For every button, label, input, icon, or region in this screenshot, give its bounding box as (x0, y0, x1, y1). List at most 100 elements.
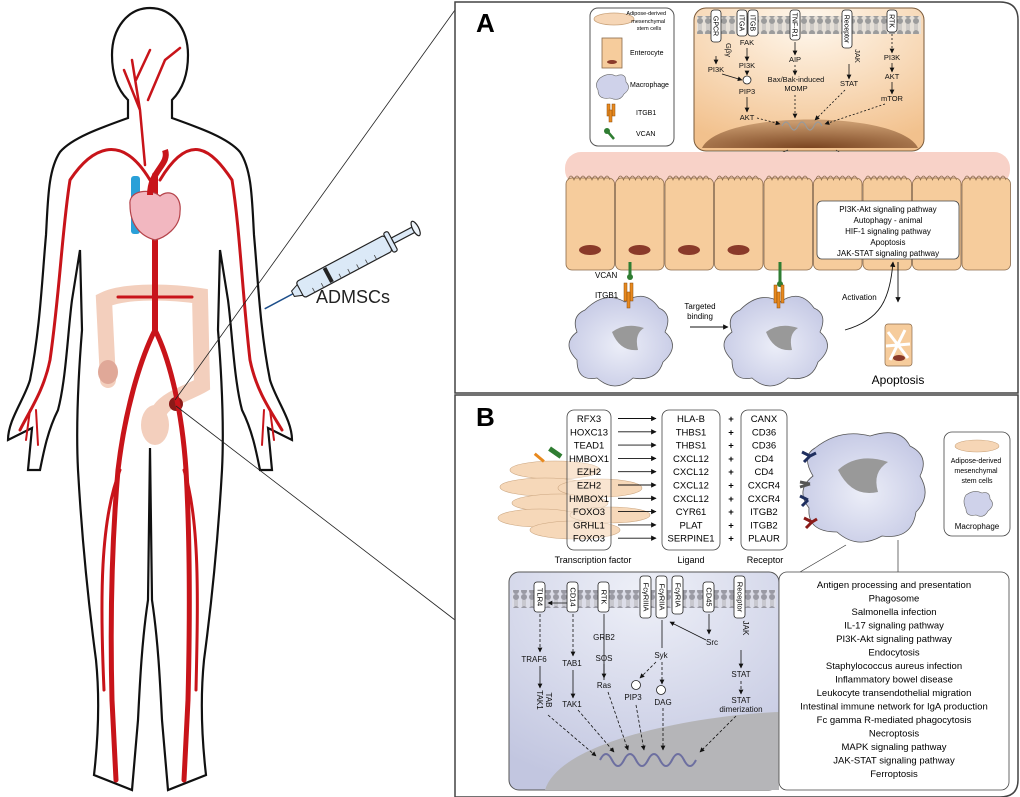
node-tak1-rot: TAK1 (535, 690, 544, 710)
plus-sign: + (728, 414, 734, 425)
panel-a-frame (454, 1, 1019, 394)
header-ligand: Ligand (677, 555, 704, 565)
cecum (98, 360, 118, 384)
receptor-cd14: CD14 (569, 587, 578, 606)
pip3-circle-b (631, 680, 641, 690)
label-activation: Activation (842, 293, 877, 302)
receptor-itga: ITGA (738, 15, 745, 32)
receptor-cell: CXCR4 (748, 494, 780, 505)
receptor-itgb: ITGB (749, 15, 756, 32)
panel-a-pathway-item: Autophagy - animal (854, 216, 923, 225)
plus-sign: + (728, 534, 734, 545)
node-traf6: TRAF6 (521, 655, 547, 664)
zoom-line-a (174, 9, 456, 401)
receptor-cell: CD4 (754, 454, 773, 465)
receptor-gpcr: GPCR (712, 16, 719, 36)
receptor-cell: CD36 (752, 441, 776, 452)
label-vcan: VCAN (595, 271, 617, 280)
node-stat-b: STAT (731, 670, 750, 679)
panel-a-letter: A (476, 8, 495, 38)
plus-sign: + (728, 494, 734, 505)
receptor-fcgr1a: FcγRIA (674, 583, 683, 608)
macrophage-receptors (799, 450, 818, 530)
ligand-cell: THBS1 (676, 427, 707, 438)
node-akt: AKT (740, 113, 755, 122)
tf-cell: EZH2 (577, 481, 601, 492)
node-aip: AIP (789, 55, 801, 64)
ligand-cell: CXCL12 (673, 494, 709, 505)
panel-b-pathway-item: Antigen processing and presentation (817, 580, 971, 591)
bound-complex-icon (773, 262, 785, 309)
node-stat-dim2: dimerization (719, 705, 762, 714)
legend-b-macrophage: Macrophage (955, 522, 1000, 531)
ligand-column-box (661, 409, 721, 551)
macrophage-signaling-cell: TLR4 CD14 RTK FcγRIIIA FcγRIIA FcγRIA CD… (508, 571, 780, 791)
panel-b-pathway-item: Necroptosis (869, 729, 919, 740)
tf-cell: HMBOX1 (569, 494, 609, 505)
vcan-icon (604, 128, 615, 140)
header-receptor: Receptor (747, 555, 784, 565)
panel-b-pathway-item: PI3K-Akt signaling pathway (836, 634, 952, 645)
enterocyte-cell (961, 177, 1011, 271)
legend-enterocyte: Enterocyte (630, 50, 664, 57)
microvilli (815, 175, 858, 181)
panel-a-pathway-item: PI3K-Akt signaling pathway (839, 205, 936, 214)
node-pip3: PIP3 (739, 87, 755, 96)
node-tab1: TAB1 (562, 659, 582, 668)
label-binding: binding (687, 312, 713, 321)
receptor-cell: ITGB2 (750, 507, 777, 518)
plus-sign: + (728, 520, 734, 531)
panel-b-pathway-box (778, 571, 1010, 791)
label-itgb1: ITGB1 (595, 291, 619, 300)
human-body-illustration (6, 6, 294, 792)
legend-itgb1: ITGB1 (636, 110, 656, 117)
panel-a-pathway-box (816, 200, 960, 260)
ligand-cell: HLA-B (677, 414, 705, 425)
ligand-cell: CXCL12 (673, 467, 709, 478)
dna-helix-b-icon (599, 753, 697, 767)
cell-nucleus (579, 245, 601, 255)
legend-adipose-line3: stem cells (637, 26, 662, 32)
node-fak: FAK (740, 38, 754, 47)
stem-cell-ligand-orange (533, 452, 545, 463)
itgb1-receptor-icon (623, 282, 634, 309)
label-targeted: Targeted (684, 302, 715, 311)
stem-cell-ligand-green (548, 446, 563, 459)
microvilli (864, 175, 908, 181)
adipose-stem-cell-icon (593, 12, 635, 26)
macrophage-icon (596, 74, 629, 100)
panel-b-pathway-item: JAK-STAT signaling pathway (833, 756, 955, 767)
header-tf: Transcription factor (555, 555, 632, 565)
node-bax: Bax/Bak-induced (768, 75, 825, 84)
panel-b-letter: B (476, 402, 495, 432)
node-stat-dim1: STAT (731, 696, 750, 705)
microvilli (617, 175, 660, 181)
tf-cell: RFX3 (577, 414, 601, 425)
microvilli (914, 175, 957, 181)
adipose-stem-cell-cluster (497, 460, 651, 540)
receptor-generic: Receptor (843, 15, 850, 44)
node-tab: TAB (544, 693, 553, 708)
microvilli (567, 175, 611, 181)
injection-label: ADMSCs (316, 287, 390, 307)
rectum (141, 405, 169, 445)
receptor-fcgr2a: FcγRIIA (658, 584, 667, 611)
panel-b-pathway-item: Endocytosis (868, 648, 919, 659)
dna-helix-icon (781, 121, 823, 131)
panel-a-pathway-item: JAK-STAT signaling pathway (837, 249, 939, 258)
ligand-cell: CXCL12 (673, 454, 709, 465)
panel-b-pathway-item: MAPK signaling pathway (841, 742, 946, 753)
legend-adipose-line1: Adipose-derived (626, 11, 666, 17)
arterial-system (18, 46, 284, 783)
plus-sign: + (728, 454, 734, 465)
pip3-circle (742, 75, 752, 85)
panel-b-legend-box (943, 431, 1011, 537)
node-mtor: mTOR (881, 94, 904, 103)
svg-text:Adipose-derived mesenchy: Adipose-derived mesenchymal stem cells (626, 11, 667, 32)
legend-adipose-line2: mesenchymal (631, 19, 665, 25)
